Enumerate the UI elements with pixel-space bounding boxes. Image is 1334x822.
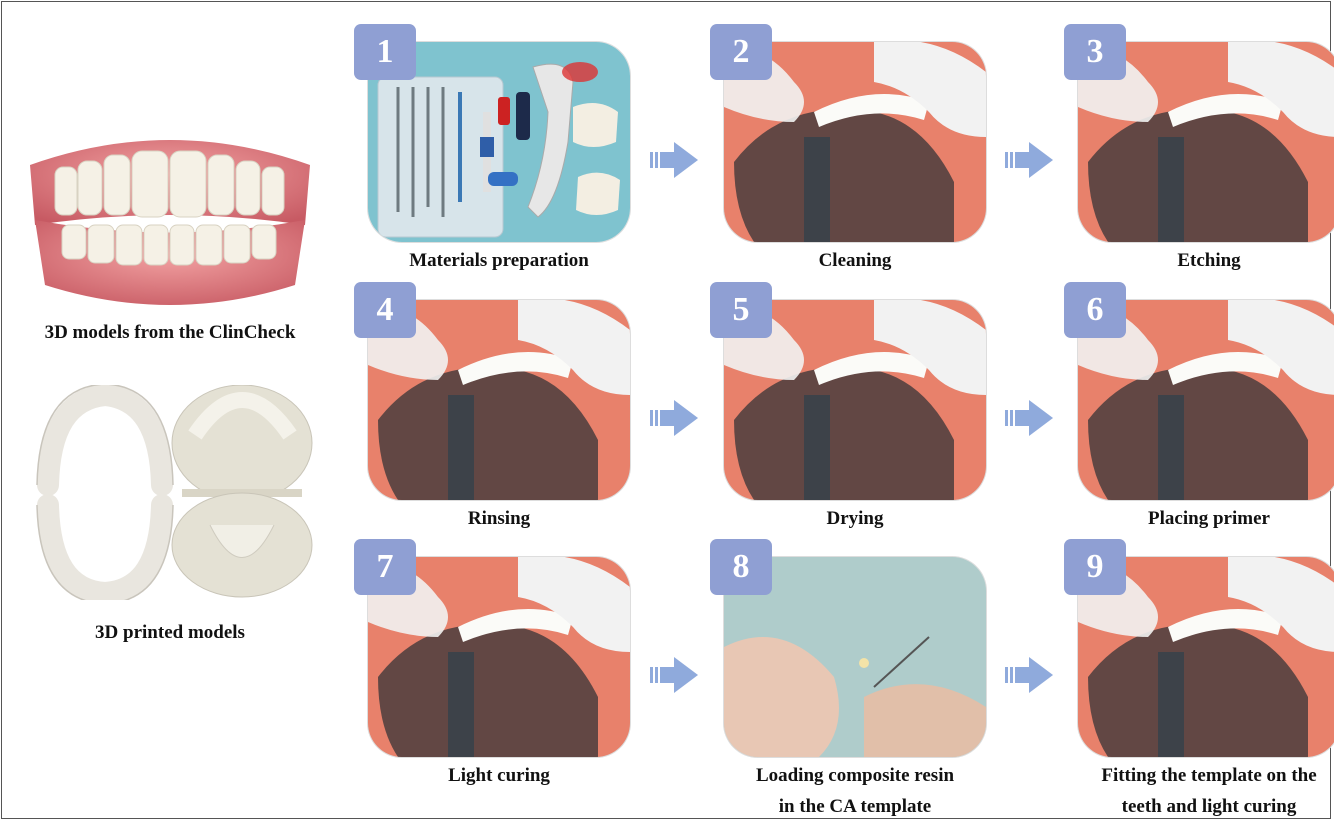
step-5-label-line: Drying <box>704 503 1006 534</box>
step-3-badge: 3 <box>1064 24 1126 80</box>
printed-models-image <box>20 385 320 600</box>
step-4-label-line: Rinsing <box>348 503 650 534</box>
step-2-label: Cleaning <box>704 245 1006 276</box>
step-7-label: Light curing <box>348 760 650 791</box>
step-9-label-line: teeth and light curing <box>1058 791 1334 822</box>
step-5-badge: 5 <box>710 282 772 338</box>
step-4-label: Rinsing <box>348 503 650 534</box>
step-6-badge: 6 <box>1064 282 1126 338</box>
step-8-label-line: Loading composite resin <box>704 760 1006 791</box>
next-step-arrow-icon <box>1005 398 1055 438</box>
step-6-label-line: Placing primer <box>1058 503 1334 534</box>
step-2-badge: 2 <box>710 24 772 80</box>
step-2-label-line: Cleaning <box>704 245 1006 276</box>
step-4-badge: 4 <box>354 282 416 338</box>
step-1-label: Materials preparation <box>348 245 650 276</box>
next-step-arrow-icon <box>1005 655 1055 695</box>
step-7-label-line: Light curing <box>348 760 650 791</box>
step-9-label-line: Fitting the template on the <box>1058 760 1334 791</box>
clincheck-model-caption: 3D models from the ClinCheck <box>20 322 320 344</box>
step-3-label-line: Etching <box>1058 245 1334 276</box>
step-7-badge: 7 <box>354 539 416 595</box>
step-5-label: Drying <box>704 503 1006 534</box>
step-8-label-line: in the CA template <box>704 791 1006 822</box>
next-step-arrow-icon <box>650 398 700 438</box>
clincheck-model-image <box>20 125 320 310</box>
next-step-arrow-icon <box>650 655 700 695</box>
step-8-badge: 8 <box>710 539 772 595</box>
step-1-label-line: Materials preparation <box>348 245 650 276</box>
step-9-badge: 9 <box>1064 539 1126 595</box>
next-step-arrow-icon <box>1005 140 1055 180</box>
step-6-label: Placing primer <box>1058 503 1334 534</box>
next-step-arrow-icon <box>650 140 700 180</box>
step-3-label: Etching <box>1058 245 1334 276</box>
printed-models-caption: 3D printed models <box>20 622 320 644</box>
step-1-badge: 1 <box>354 24 416 80</box>
